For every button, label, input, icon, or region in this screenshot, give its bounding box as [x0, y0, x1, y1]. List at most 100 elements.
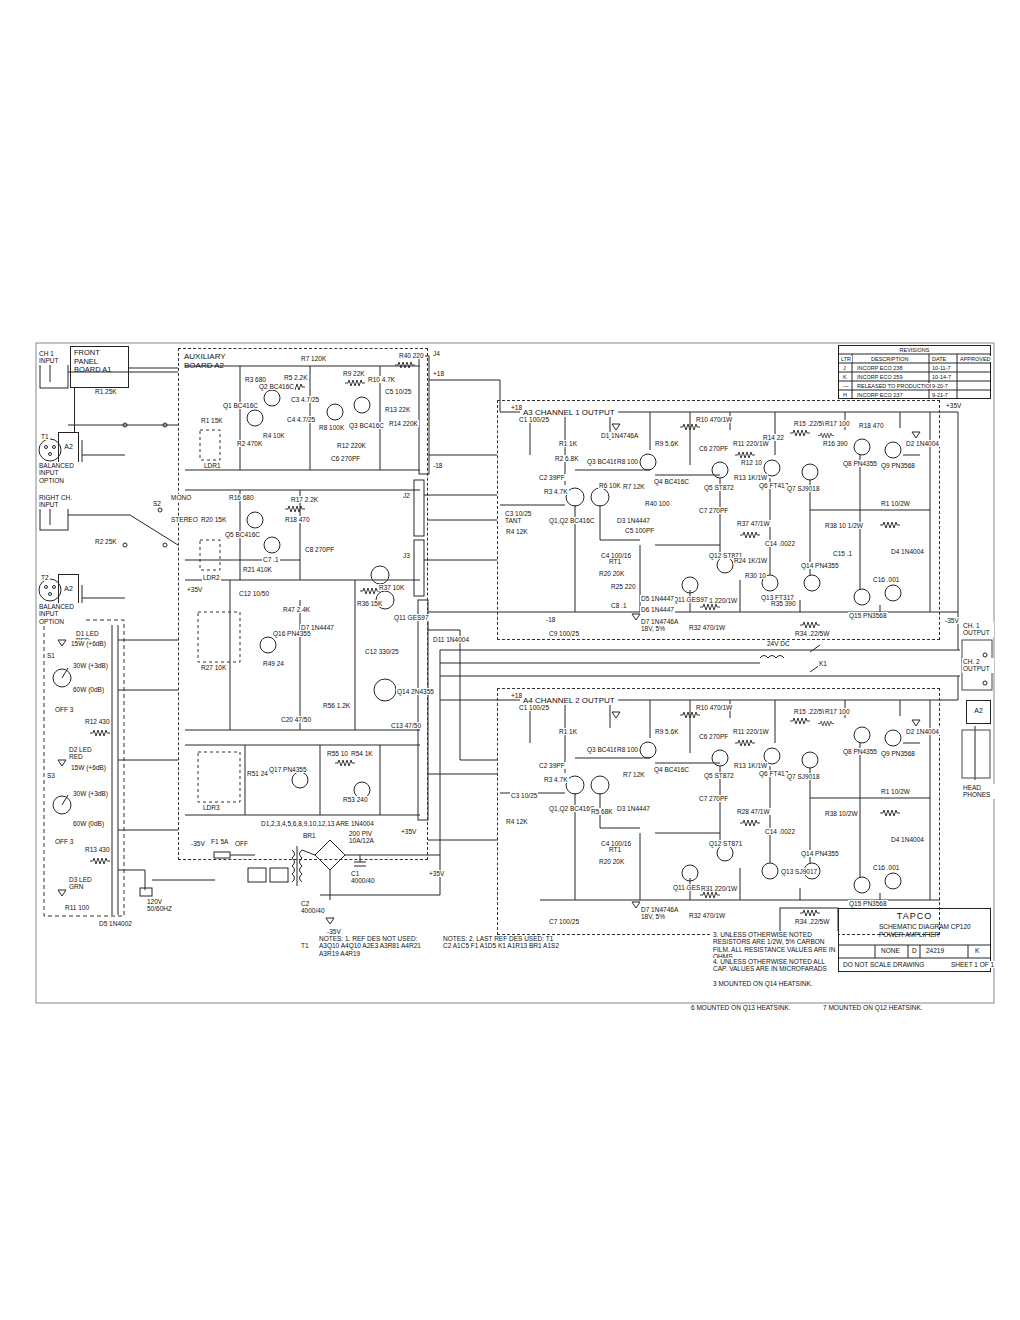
table-cell: RELEASED TO PRODUCTION [856, 383, 935, 389]
part-label: Q16 PN4355 [272, 630, 312, 637]
part-label: LDR2 [202, 574, 221, 581]
part-label: Q6 FT417 [758, 770, 789, 777]
part-label: R4 12K [505, 818, 529, 825]
part-label: R17 2.2K [290, 496, 319, 503]
node-heading: AUXILIARY BOARD A2 [179, 349, 247, 373]
part-label: R12 430 [84, 718, 111, 725]
part-label: R7 120K [300, 355, 327, 362]
part-label: Q3 BC416C [348, 422, 385, 429]
part-label: R20 20K [598, 858, 625, 865]
part-label: R34 .22/5W [794, 630, 830, 637]
part-label: R40 220 [398, 352, 425, 359]
part-label: +18 [510, 404, 523, 411]
node-heading: REVISIONS [839, 346, 990, 353]
part-label: R49 24 [262, 660, 285, 667]
note-text: 7 MOUNTED ON Q12 HEATSINK. [822, 1004, 924, 1011]
wire-connector [428, 774, 497, 775]
part-label: R5 68K [590, 808, 614, 815]
part-label: C7 .1 [262, 556, 280, 563]
part-label: C5 10/25 [384, 388, 412, 395]
part-label: R34 .22/5W [794, 918, 830, 925]
node-heading: A2 [967, 701, 990, 715]
part-label: Q11 GES97 [672, 596, 709, 603]
part-label: 60W (0dB) [72, 820, 105, 827]
part-label: 30W (+3dB) [72, 790, 109, 797]
node-heading: FRONT PANEL BOARD A1 [71, 347, 128, 377]
part-label: C7 270PF [698, 507, 729, 514]
part-label: D2 1N4004 [905, 440, 940, 447]
note-text: 6 MOUNTED ON Q13 HEATSINK. [690, 1004, 792, 1011]
part-label: C16 .001 [872, 864, 900, 871]
part-label: D5 1N4002 [98, 920, 133, 927]
part-label: D6 1N4447 [640, 606, 675, 613]
part-label: R11 100 [64, 904, 90, 911]
part-label: Q4 BC416C [653, 478, 690, 485]
part-label: CH. 1 OUTPUT [962, 622, 994, 637]
part-label: C3 4.7/25 [290, 396, 320, 403]
part-label: D4 1N4004 [890, 836, 925, 843]
part-label: C14 .0022 [764, 828, 796, 835]
part-label: T2 [40, 574, 50, 581]
wire-connector [428, 520, 497, 521]
node-heading: A2 [59, 575, 78, 593]
part-label: R14 22 [762, 434, 785, 441]
part-label: C2 39PF [538, 762, 566, 769]
part-label: Q15 PN3568 [848, 612, 888, 619]
table-cell: 24219 [925, 947, 945, 954]
part-label: Q13 SJ9017 [780, 868, 818, 875]
part-label: C9 100/25 [548, 630, 580, 637]
part-label: D5 1N4447 [640, 595, 675, 602]
part-label: R13 22K [384, 406, 411, 413]
part-label: R51 24 [246, 770, 269, 777]
part-label: +35V [186, 586, 203, 593]
table-cell: D [911, 947, 918, 954]
part-label: R1 1K [558, 728, 578, 735]
table-cell: DO NOT SCALE DRAWING [842, 961, 925, 968]
part-label: Q8 PN4355 [842, 748, 878, 755]
part-label: F1 5A [210, 838, 229, 845]
part-label: D2 1N4004 [905, 728, 940, 735]
part-label: R8 100 [616, 746, 639, 753]
table-cell: APPROVED [959, 356, 992, 362]
part-label: R1 25K [94, 388, 118, 395]
node-heading: TAPCO [839, 909, 990, 921]
node-heading: A2 [59, 433, 78, 451]
part-label: C1 100/25 [518, 704, 550, 711]
part-label: R3 4.7K [543, 488, 569, 495]
part-label: R4 10K [262, 432, 286, 439]
part-label: C8 270PF [304, 546, 335, 553]
part-label: R3 4.7K [543, 776, 569, 783]
part-label: -18 [545, 616, 556, 623]
part-label: Q6 FT417 [758, 482, 789, 489]
part-label: T1 [40, 433, 50, 440]
part-label: C15 .1 [832, 550, 853, 557]
part-label: R13 1K/1W [733, 762, 768, 769]
part-label: R37 47/1W [736, 520, 771, 527]
part-label: R31 220/1W [700, 885, 738, 892]
part-label: 30W (+3dB) [72, 662, 109, 669]
part-label: Q4 BC416C [653, 766, 690, 773]
part-label: C2 4000/40 [300, 900, 334, 915]
part-label: D7 1N4746A 18V, 5% [640, 618, 687, 633]
part-label: C3 10/25 [510, 792, 538, 799]
part-label: STEREO [170, 516, 199, 523]
part-label: R6 10K [598, 482, 622, 489]
part-label: R25 220 [610, 583, 637, 590]
part-label: R10 4.7K [367, 376, 396, 383]
table-cell: DESCRIPTION [870, 356, 910, 362]
part-label: -35V [190, 840, 206, 847]
part-label: Q1,Q2 BC416C [548, 517, 596, 524]
part-label: C20 47/50 [280, 716, 312, 723]
part-label: R2 25K [94, 538, 118, 545]
part-label: R21 410K [242, 566, 273, 573]
table-cell: K [842, 374, 848, 380]
part-label: R24 1K/1W [733, 557, 768, 564]
part-label: Q5 ST872 [703, 484, 735, 491]
part-label: R2 6.8K [554, 455, 580, 462]
part-label: D3 LED GRN [68, 876, 100, 891]
part-label: R32 470/1W [688, 624, 726, 631]
part-label: Q14 2N4355 [396, 688, 435, 695]
table-cell: INCORP ECO 259 [856, 374, 903, 380]
